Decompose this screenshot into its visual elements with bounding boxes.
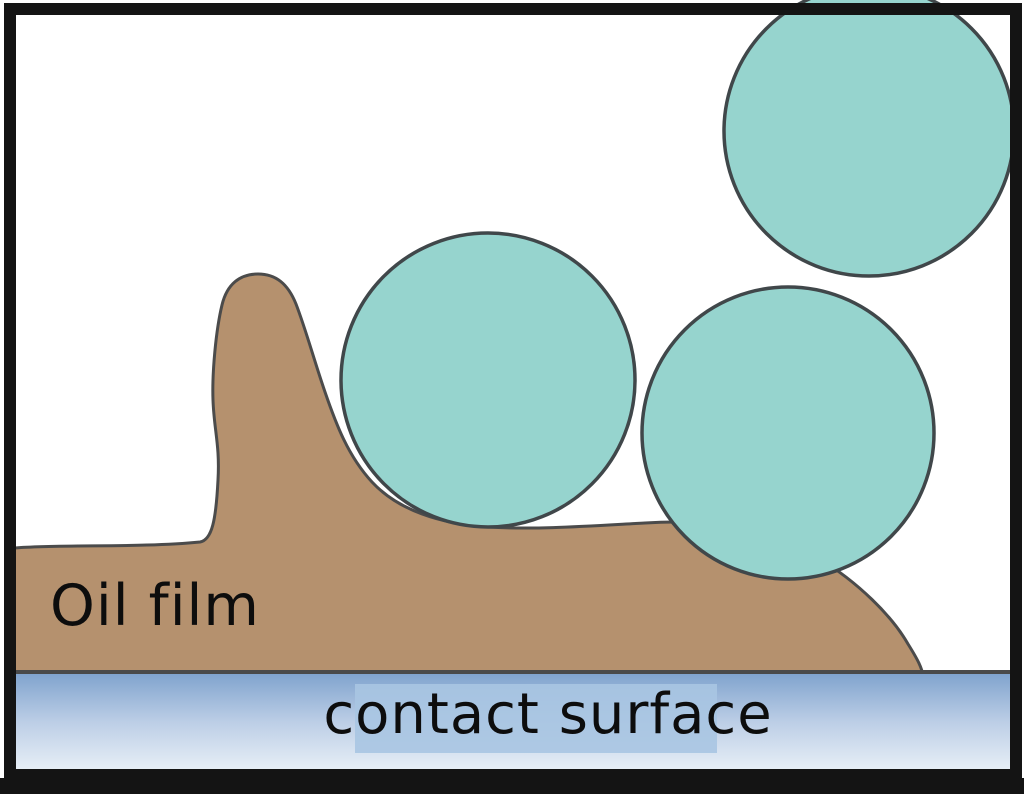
particle-circle-middle bbox=[339, 231, 637, 529]
particle-circle-top-right bbox=[722, 0, 1016, 278]
particle-circle-right bbox=[640, 285, 936, 581]
bottom-black-bar bbox=[0, 778, 1024, 794]
contact-surface-label-box bbox=[355, 684, 717, 753]
contact-surface-label: contact surface bbox=[323, 682, 773, 747]
oil-film-label: Oil film bbox=[50, 573, 260, 639]
diagram-frame bbox=[4, 3, 1022, 781]
